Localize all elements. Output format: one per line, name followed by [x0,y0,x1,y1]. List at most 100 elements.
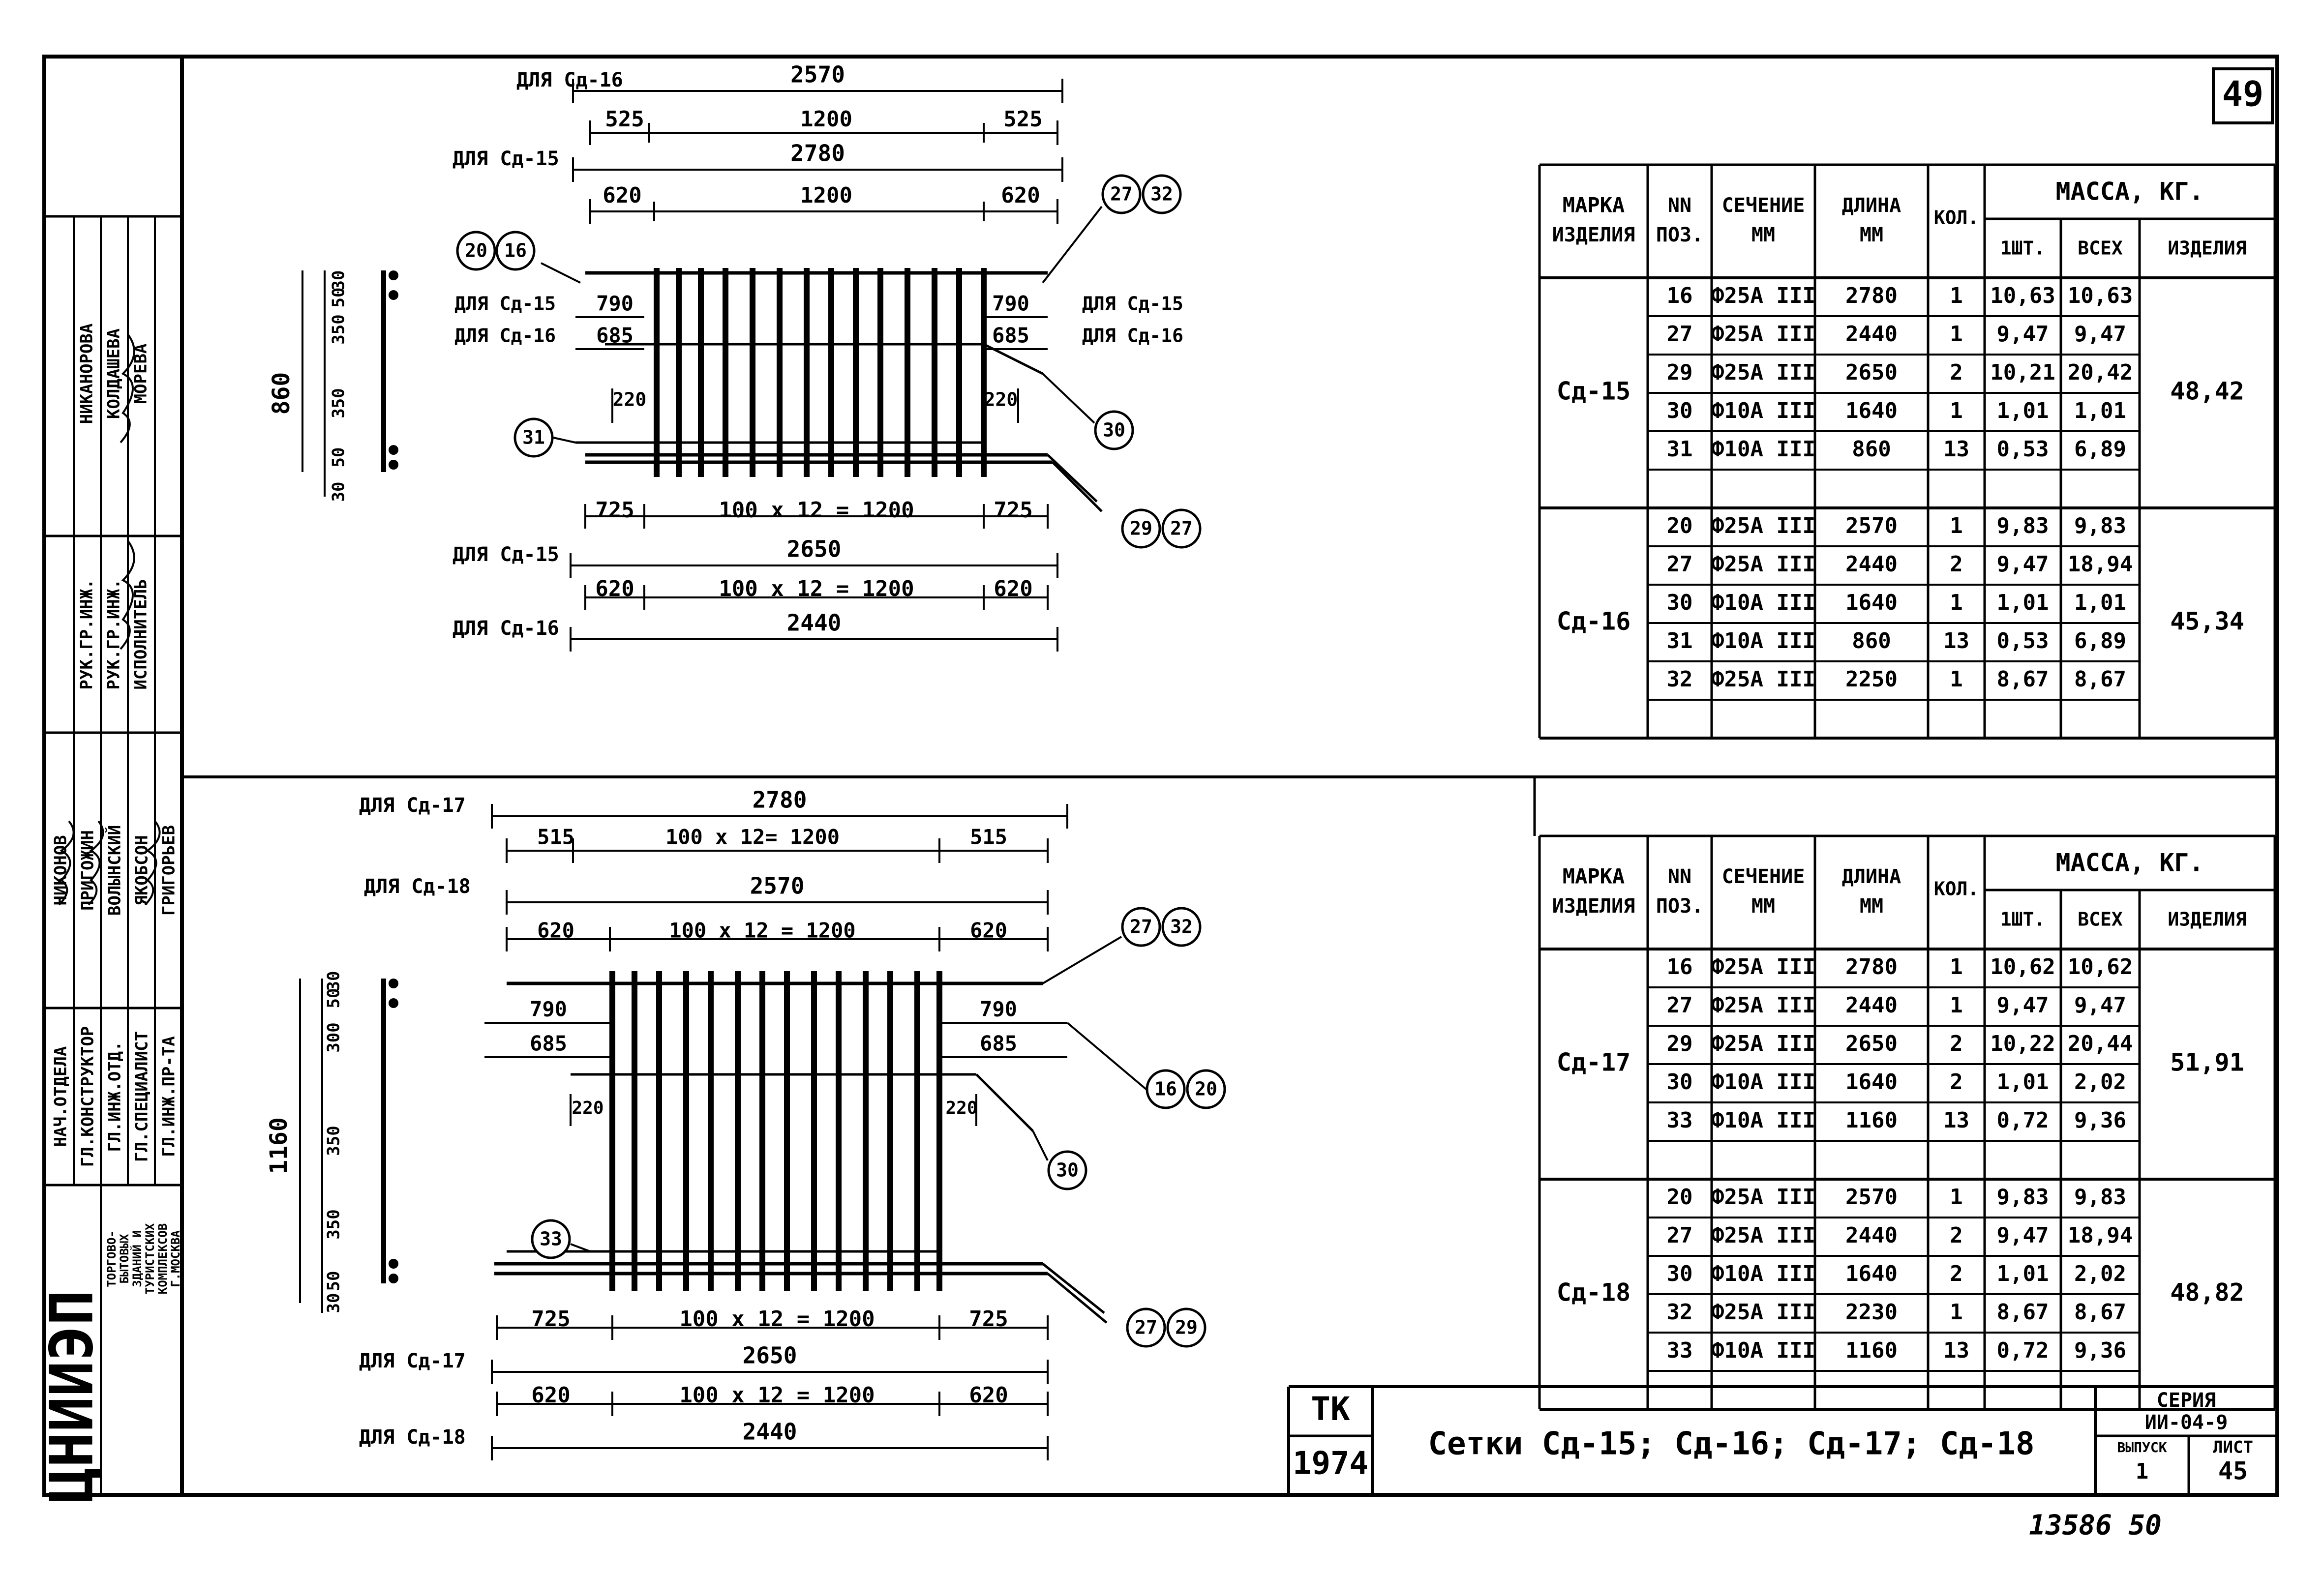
table-cell: Ф10А III [1711,1261,1815,1286]
dim: 620 [603,183,641,208]
side-sub: 50 [329,288,349,308]
side-dim-value: 1160 [265,1117,293,1174]
th-length: ММ [1860,224,1883,246]
table-cell: 1 [1950,1185,1963,1210]
dim: 685 [530,1032,567,1056]
dim: 620 [1001,183,1040,208]
th-mark: МАРКА [1563,864,1625,889]
callout-number: 31 [522,427,545,448]
table-cell: 16 [1667,283,1693,308]
table-cell: Ф10А III [1711,628,1815,653]
tb-org: БЫТОВЫХ [118,1234,131,1284]
table-cell: 1,01 [1997,398,2049,423]
table-cell: 6,89 [2074,437,2126,462]
table-cell: 8,67 [2074,667,2126,692]
side-sub: 30 [324,971,344,991]
th-mark: ИЗДЕЛИЯ [1552,895,1635,918]
dim: 220 [945,1098,977,1118]
table-cell: 13 [1943,437,1969,462]
table-cell: Ф25А III [1711,513,1815,538]
table-cell: 32 [1667,667,1693,692]
callout-circle [456,231,496,271]
table-cell: 1 [1950,954,1963,980]
bar-bend [1042,1263,1105,1314]
issue-label: ВЫПУСК [2117,1439,2167,1455]
table-cell: 2 [1950,1069,1963,1095]
stamp-year: 1974 [1293,1446,1368,1482]
table-cell: 9,83 [1997,513,2049,538]
table-cell: Ф25А III [1711,1300,1815,1325]
tb-role: ГЛ.СПЕЦИАЛИСТ [132,1031,152,1162]
bar-section [389,1259,398,1269]
side-sub: 30 [324,1293,344,1313]
bar-section [389,998,398,1008]
table-cell: 30 [1667,590,1693,615]
table-cell: 27 [1667,322,1693,347]
th-section: ММ [1751,224,1775,246]
table-cell: 10,21 [1990,360,2055,385]
table-cell: 1,01 [2074,590,2126,615]
callout-circle [495,231,536,271]
sheet-value: 45 [2218,1457,2248,1485]
bar-section [389,290,398,300]
th-mark: МАРКА [1563,193,1625,217]
dim: 725 [994,498,1032,523]
table-cell: 20,44 [2068,1031,2133,1056]
table-cell: 13 [1943,628,1969,653]
dim-label: ДЛЯ Сд-18 [359,1426,466,1449]
callout-number: 27 [1135,1317,1157,1338]
signature [88,820,104,906]
side-sub: 50 [329,447,349,468]
table-cell: 2230 [1845,1300,1898,1325]
table-cell: 30 [1667,1069,1693,1095]
stamp-tk: ТК [1311,1390,1350,1428]
callout-circle [1166,1307,1207,1348]
tb-role: ИСПОЛНИТЕЛЬ [131,579,151,689]
bar-section [389,270,398,280]
table-cell: 2 [1950,1261,1963,1286]
tb-org: КОМПЛЕКСОВ [156,1223,170,1295]
sheet-number: 49 [2222,74,2264,114]
table-cell: 9,47 [2074,322,2126,347]
leader [1042,936,1122,984]
table-cell: Ф25А III [1711,360,1815,385]
item-total: 48,42 [2170,377,2244,406]
table-cell: 20 [1667,513,1693,538]
bar-section [389,445,398,455]
table-cell: Ф10А III [1711,437,1815,462]
th-mass: МАССА, КГ. [2055,178,2203,206]
dimension: 2780 [790,140,845,167]
side-sub: 50 [324,1271,344,1291]
dim: 100 х 12 = 1200 [669,919,855,943]
bar-bend [1052,461,1103,512]
callout-number: 30 [1056,1159,1079,1181]
callout-circle [1121,907,1161,947]
table-cell: 0,72 [1997,1108,2049,1133]
tb-role: РУК.ГР.ИНЖ. [77,579,97,689]
table-cell: 1,01 [1997,590,2049,615]
th-qty: КОЛ. [1934,207,1979,229]
dim: 100 х 12 = 1200 [719,576,914,601]
table-cell: 2650 [1845,360,1898,385]
callout-number: 16 [504,240,527,262]
bar-bend [1047,454,1098,503]
table-cell: 1640 [1845,1261,1898,1286]
bar-section [389,460,398,470]
dim: 1200 [800,183,852,208]
dim: 1200 [800,107,852,132]
signature [144,820,161,906]
dim-label: ДЛЯ Сд-16 [516,69,623,91]
table-cell: 30 [1667,1261,1693,1286]
tb-role: ГЛ.ИНЖ.ПР-ТА [159,1036,179,1157]
th-section: СЕЧЕНИЕ [1722,865,1805,888]
dim: 790 [992,292,1029,316]
leader [1042,206,1103,284]
th-mass-one: 1ШТ. [2000,238,2046,259]
callout-number: 20 [1195,1078,1217,1100]
side-dim-value: 860 [268,372,295,415]
callout-number: 30 [1103,419,1125,441]
leader [1032,1130,1049,1161]
table-cell: Ф25А III [1711,552,1815,577]
table-cell: 27 [1667,993,1693,1018]
table-cell: 16 [1667,954,1693,980]
